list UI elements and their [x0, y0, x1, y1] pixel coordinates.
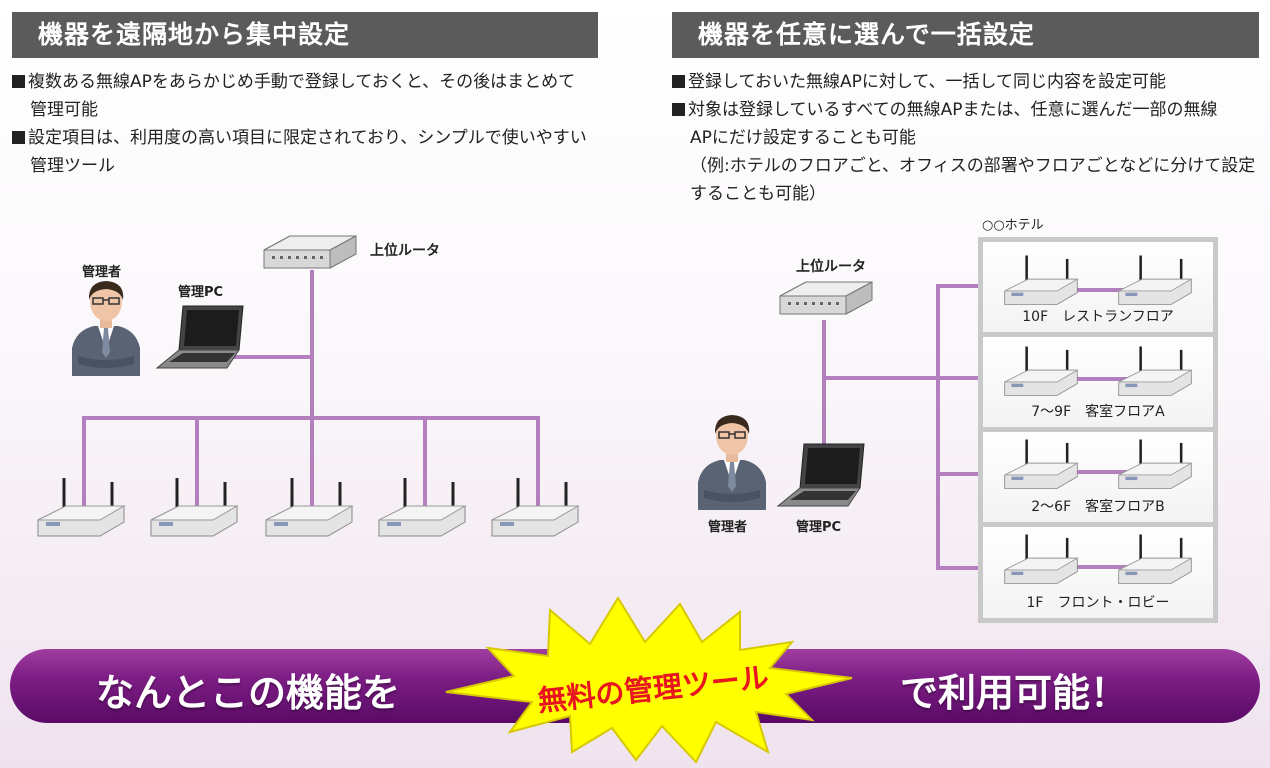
router-icon: [779, 281, 873, 315]
bullet-text: 登録しておいた無線APに対して、一括して同じ内容を設定可能: [688, 72, 1166, 92]
administrator-icon: [72, 281, 140, 376]
network-line: [310, 270, 314, 420]
network-line: [822, 320, 826, 452]
banner-right-text: で利用可能！: [900, 671, 1129, 715]
wireless-ap-icon: [1004, 255, 1079, 305]
bullet-square-icon: [12, 75, 25, 88]
network-line: [82, 416, 86, 511]
wireless-ap-icon: [1004, 439, 1079, 489]
right-bullet-list: 登録しておいた無線APに対して、一括して同じ内容を設定可能 対象は登録しているす…: [672, 68, 1255, 208]
network-line: [936, 566, 1008, 570]
bullet-continuation: 管理ツール: [30, 156, 115, 176]
wireless-ap-icon: [265, 478, 354, 537]
bullet-continuation: APにだけ設定することも可能: [690, 128, 916, 148]
wireless-ap-icon: [1118, 346, 1193, 396]
bullet-square-icon: [12, 131, 25, 144]
bullet-continuation: 管理可能: [30, 100, 98, 120]
bullet-item: 設定項目は、利用度の高い項目に限定されており、シンプルで使いやすい: [12, 124, 587, 152]
hotel-building-box: 10F レストランフロア 7～9F 客室フロアA 2～6F 客室フロアB: [978, 237, 1218, 623]
network-line: [1053, 470, 1133, 474]
wireless-ap-icon: [378, 478, 467, 537]
bullet-square-icon: [672, 75, 685, 88]
bullet-text: 対象は登録しているすべての無線APまたは、任意に選んだ一部の無線: [688, 100, 1218, 120]
bullet-item: 登録しておいた無線APに対して、一括して同じ内容を設定可能: [672, 68, 1255, 96]
right-section-header: 機器を任意に選んで一括設定: [672, 12, 1259, 58]
bullet-text: 複数ある無線APをあらかじめ手動で登録しておくと、その後はまとめて: [28, 72, 576, 92]
network-line: [936, 284, 1008, 288]
wireless-ap-icon: [1118, 534, 1193, 584]
bullet-text: 設定項目は、利用度の高い項目に限定されており、シンプルで使いやすい: [28, 128, 587, 148]
floor-label: 2～6F 客室フロアB: [1031, 499, 1165, 515]
network-line: [230, 355, 314, 359]
wireless-ap-icon: [1118, 255, 1193, 305]
bullet-continuation: （例:ホテルのフロアごと、オフィスの部署やフロアごとなどに分けて設定: [690, 156, 1256, 176]
network-line: [423, 416, 427, 511]
admin-label: 管理者: [82, 265, 122, 280]
network-line: [195, 416, 199, 511]
floor-label: 10F レストランフロア: [1022, 309, 1174, 325]
bullet-item: 対象は登録しているすべての無線APまたは、任意に選んだ一部の無線: [672, 96, 1255, 124]
floor-label: 1F フロント・ロビー: [1026, 595, 1170, 611]
banner-left-text: なんとこの機能を: [96, 671, 401, 715]
hotel-label: ○○ホテル: [982, 218, 1044, 233]
floor-panel: 7～9F 客室フロアA: [983, 337, 1213, 427]
floor-label: 7～9F 客室フロアA: [1031, 404, 1165, 420]
router-label: 上位ルータ: [796, 259, 866, 275]
network-line: [1053, 288, 1133, 292]
bullet-square-icon: [672, 103, 685, 116]
bullet-item: 複数ある無線APをあらかじめ手動で登録しておくと、その後はまとめて: [12, 68, 587, 96]
network-line: [1053, 377, 1133, 381]
floor-panel: 1F フロント・ロビー: [983, 527, 1213, 618]
pc-label: 管理PC: [796, 520, 842, 535]
starburst-icon: [445, 596, 853, 764]
wireless-ap-icon: [1004, 346, 1079, 396]
left-bullet-list: 複数ある無線APをあらかじめ手動で登録しておくと、その後はまとめて 管理可能 設…: [12, 68, 587, 180]
network-line: [936, 472, 1008, 476]
wireless-ap-icon: [150, 478, 239, 537]
router-icon: [263, 235, 357, 269]
network-line: [1053, 565, 1133, 569]
administrator-icon: [698, 415, 766, 510]
pc-label: 管理PC: [178, 285, 224, 300]
left-section-header: 機器を遠隔地から集中設定: [12, 12, 598, 58]
wireless-ap-icon: [1118, 439, 1193, 489]
network-line: [310, 416, 314, 511]
floor-panel: 10F レストランフロア: [983, 242, 1213, 332]
router-label: 上位ルータ: [370, 243, 440, 259]
laptop-icon: [155, 305, 244, 369]
wireless-ap-icon: [491, 478, 580, 537]
wireless-ap-icon: [37, 478, 126, 537]
network-line: [822, 376, 1008, 380]
wireless-ap-icon: [1004, 534, 1079, 584]
network-line: [936, 284, 940, 570]
bullet-continuation: することも可能）: [690, 184, 826, 204]
network-line: [536, 416, 540, 511]
admin-label: 管理者: [708, 520, 748, 535]
laptop-icon: [776, 443, 865, 507]
floor-panel: 2～6F 客室フロアB: [983, 432, 1213, 522]
